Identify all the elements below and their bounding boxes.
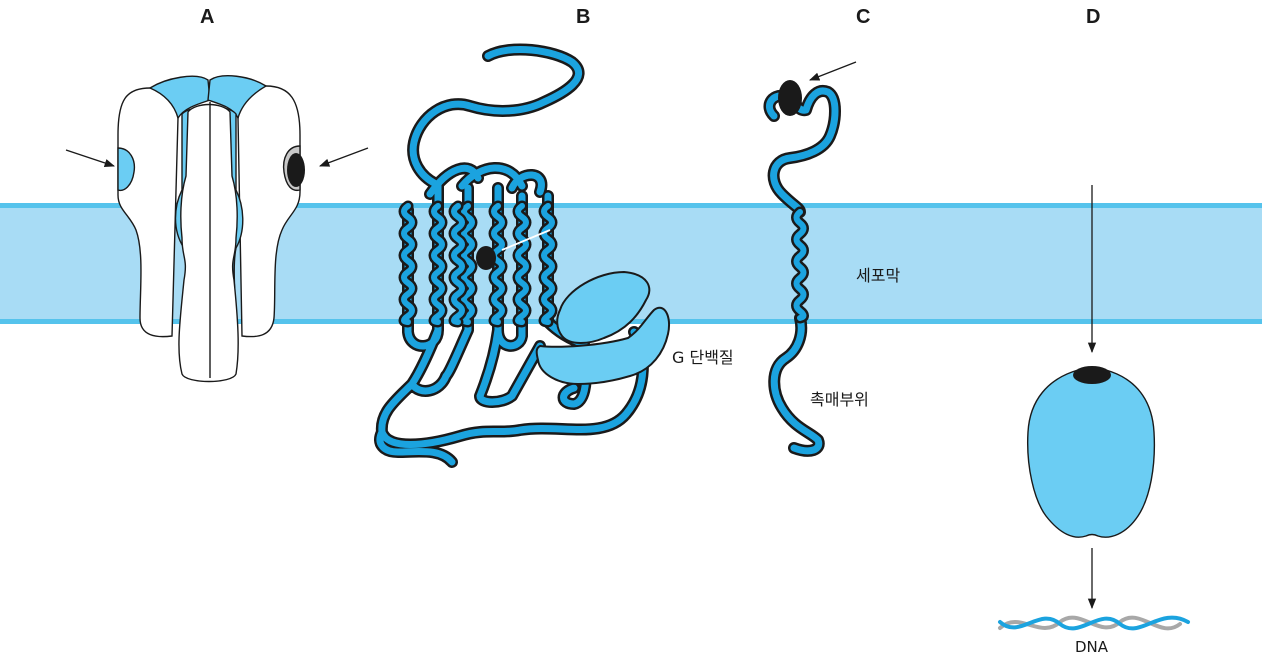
nuclear-receptor	[1028, 369, 1155, 537]
panel-label-c: C	[856, 6, 870, 29]
ion-channel-receptor	[118, 76, 300, 382]
nuclear-receptor-ligand	[1073, 366, 1111, 384]
membrane-label: 세포막	[856, 262, 900, 286]
ion-channel-arrow-right	[320, 148, 368, 166]
dna-double-helix	[1000, 618, 1188, 629]
catalytic-site-label: 촉매부위	[810, 386, 869, 410]
g-protein-label: G 단백질	[672, 344, 734, 368]
enzyme-receptor-ligand	[778, 80, 802, 116]
ion-channel-arrow-left	[66, 150, 114, 166]
panel-label-b: B	[576, 6, 590, 29]
panel-label-d: D	[1086, 6, 1100, 29]
enzyme-receptor-arrow	[810, 62, 856, 80]
ion-channel-ligand	[287, 153, 305, 187]
dna-label: DNA	[1075, 638, 1108, 656]
panel-label-a: A	[200, 6, 214, 29]
gpcr-ligand	[476, 246, 496, 270]
